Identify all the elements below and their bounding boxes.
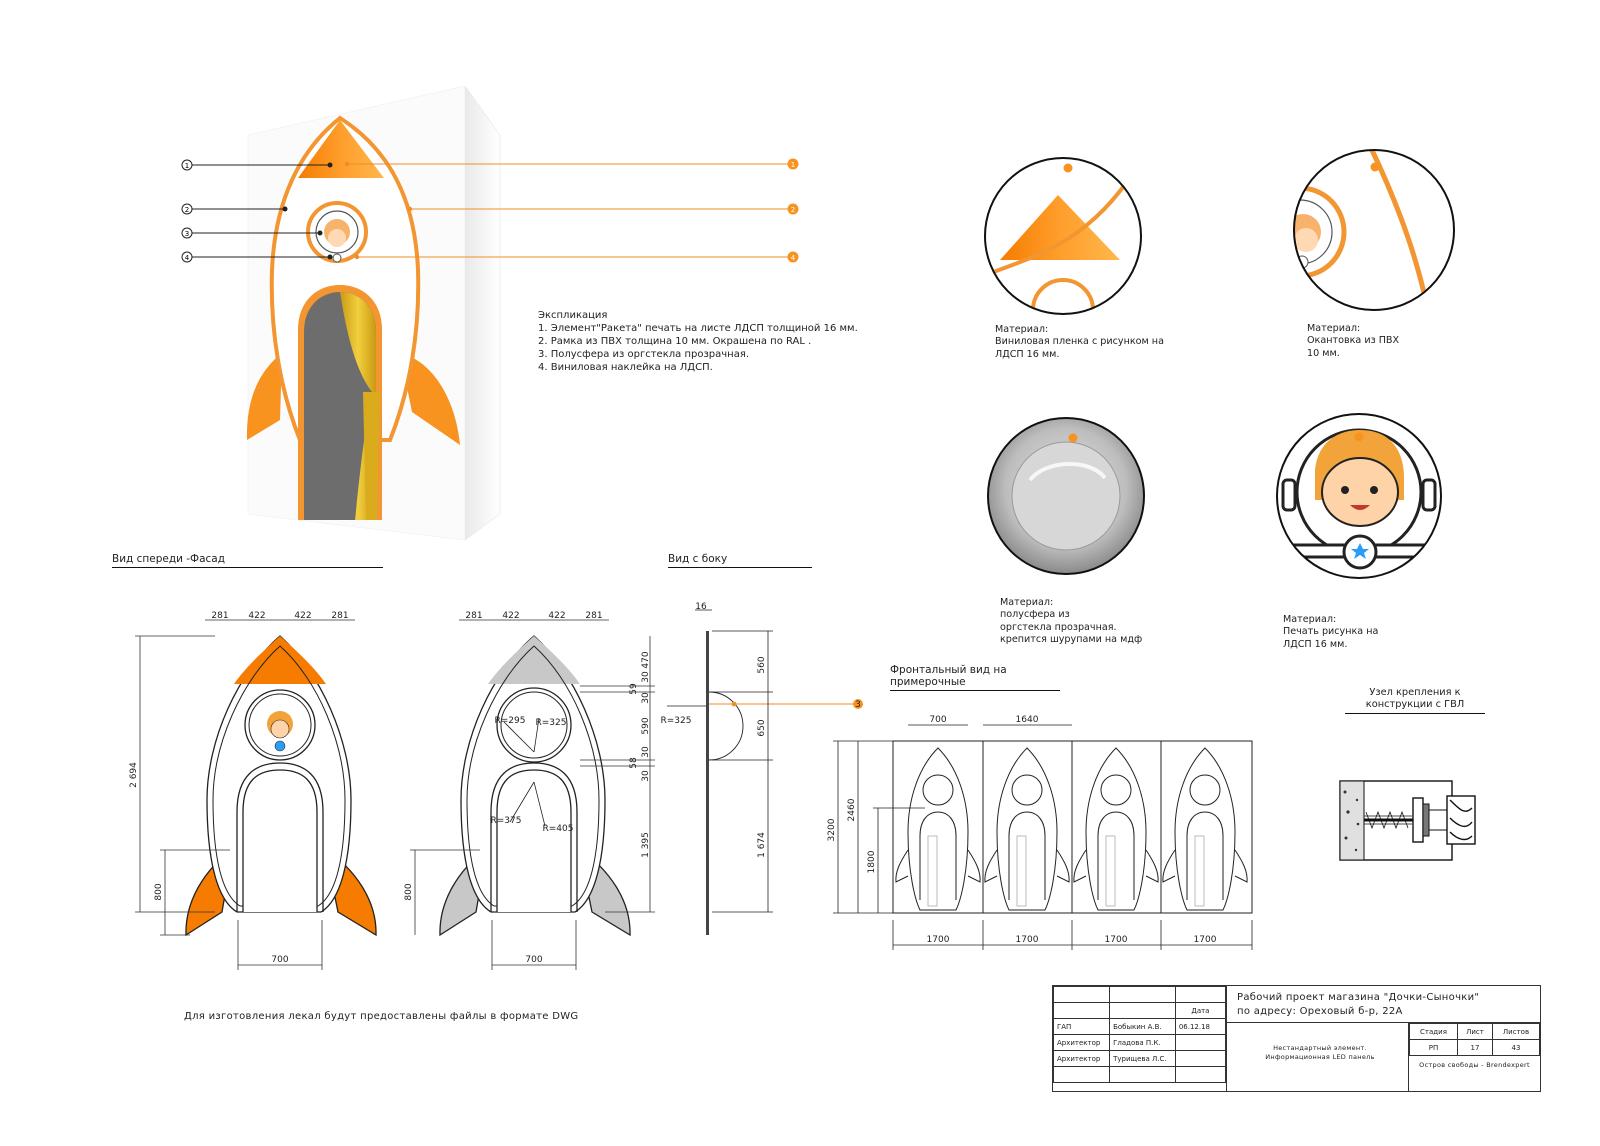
front-view-colored <box>185 635 377 937</box>
svg-text:59: 59 <box>629 683 639 695</box>
svg-text:1: 1 <box>791 161 795 169</box>
side-view <box>667 609 863 935</box>
dimension-texts: 281 422 422 281 281 422 422 281 2 694 80… <box>129 611 651 965</box>
svg-text:422: 422 <box>248 611 265 621</box>
svg-text:2 694: 2 694 <box>129 762 139 788</box>
front-view-title: Вид спереди -Фасад <box>112 553 383 568</box>
mounting-node <box>1339 780 1476 861</box>
rocket-3d-render <box>246 85 501 541</box>
svg-text:1700: 1700 <box>1016 935 1039 945</box>
callout-markers-right: 1 2 4 <box>787 158 799 263</box>
callout-markers-left: 1 2 3 4 <box>181 159 193 263</box>
svg-text:1 674: 1 674 <box>757 832 767 858</box>
explication-item: 2. Рамка из ПВХ толщина 10 мм. Окрашена … <box>538 336 812 347</box>
callout-leaders <box>190 161 792 260</box>
svg-text:30: 30 <box>641 692 651 704</box>
svg-text:560: 560 <box>757 656 767 673</box>
svg-text:R=405: R=405 <box>543 824 574 834</box>
svg-text:281: 281 <box>331 611 348 621</box>
explication-block: Экспликация 1. Элемент"Ракета" печать на… <box>538 309 858 374</box>
detail-circle-1 <box>984 157 1142 315</box>
element-description: Нестандартный элемент.Информационная LED… <box>1265 1044 1375 1061</box>
svg-text:2460: 2460 <box>847 798 857 821</box>
svg-text:16: 16 <box>695 602 707 612</box>
dimension-lines <box>135 619 655 970</box>
svg-text:R=325: R=325 <box>661 716 692 726</box>
rocket-outline-1 <box>895 747 981 911</box>
svg-text:800: 800 <box>154 883 164 900</box>
svg-text:4: 4 <box>791 254 796 262</box>
svg-text:30: 30 <box>641 671 651 683</box>
svg-text:800: 800 <box>404 883 414 900</box>
svg-text:590: 590 <box>641 717 651 734</box>
svg-text:700: 700 <box>929 715 946 725</box>
frontal-fitting-rooms <box>833 724 1253 950</box>
side-view-title: Вид с боку <box>668 553 812 568</box>
svg-text:R=375: R=375 <box>491 816 522 826</box>
svg-text:422: 422 <box>294 611 311 621</box>
ref-4: 4 <box>185 254 190 262</box>
front-view-dimensioned <box>439 635 631 937</box>
svg-text:R=325: R=325 <box>536 718 567 728</box>
svg-text:58: 58 <box>629 757 639 769</box>
svg-text:30: 30 <box>641 770 651 782</box>
detail-circle-2 <box>1293 149 1455 311</box>
svg-text:700: 700 <box>271 955 288 965</box>
svg-text:3: 3 <box>855 700 861 710</box>
svg-text:3200: 3200 <box>827 818 837 841</box>
svg-text:700: 700 <box>525 955 542 965</box>
rocket-outline-2 <box>984 747 1070 911</box>
svg-text:281: 281 <box>211 611 228 621</box>
svg-text:281: 281 <box>585 611 602 621</box>
ref-3: 3 <box>185 230 189 238</box>
company-name: Остров свободы - Brendexpert <box>1419 1061 1530 1069</box>
dwg-note: Для изготовления лекал будут предоставле… <box>184 1011 579 1022</box>
svg-text:422: 422 <box>548 611 565 621</box>
explication-item: 3. Полусфера из оргстекла прозрачная. <box>538 349 750 360</box>
svg-text:30: 30 <box>641 746 651 758</box>
detail-circle-4 <box>1276 413 1442 579</box>
node-title: Узел крепления к конструкции с ГВЛ <box>1345 687 1485 714</box>
project-address: по адресу: Ореховый б-р, 22А <box>1237 1006 1403 1017</box>
svg-text:1800: 1800 <box>867 850 877 873</box>
svg-text:1 395: 1 395 <box>641 832 651 858</box>
svg-text:281: 281 <box>465 611 482 621</box>
svg-text:1640: 1640 <box>1016 715 1039 725</box>
frontal-view-title: Фронтальный вид на примерочные <box>890 664 1060 691</box>
svg-text:2: 2 <box>791 206 795 214</box>
ref-2: 2 <box>185 206 189 214</box>
frontal-dim-texts: 700 1640 3200 2460 1800 1700 1700 1700 1… <box>827 715 1217 945</box>
svg-text:1700: 1700 <box>1194 935 1217 945</box>
explication-item: 1. Элемент"Ракета" печать на листе ЛДСП … <box>538 323 858 334</box>
svg-text:1700: 1700 <box>1105 935 1128 945</box>
ref-1: 1 <box>185 162 189 170</box>
project-title: Рабочий проект магазина "Дочки-Сыночки" <box>1237 992 1480 1003</box>
svg-text:1700: 1700 <box>927 935 950 945</box>
rocket-outline-4 <box>1162 747 1248 911</box>
detail-circle-3 <box>987 417 1145 575</box>
rocket-outline-3 <box>1073 747 1159 911</box>
explication-item: 4. Виниловая наклейка на ЛДСП. <box>538 362 713 373</box>
svg-text:422: 422 <box>502 611 519 621</box>
svg-text:R=295: R=295 <box>495 716 526 726</box>
svg-text:470: 470 <box>641 651 651 668</box>
svg-text:650: 650 <box>757 719 767 736</box>
side-view-texts: 16 R=325 3 560 650 1 674 <box>661 602 861 858</box>
explication-title: Экспликация <box>538 310 608 321</box>
